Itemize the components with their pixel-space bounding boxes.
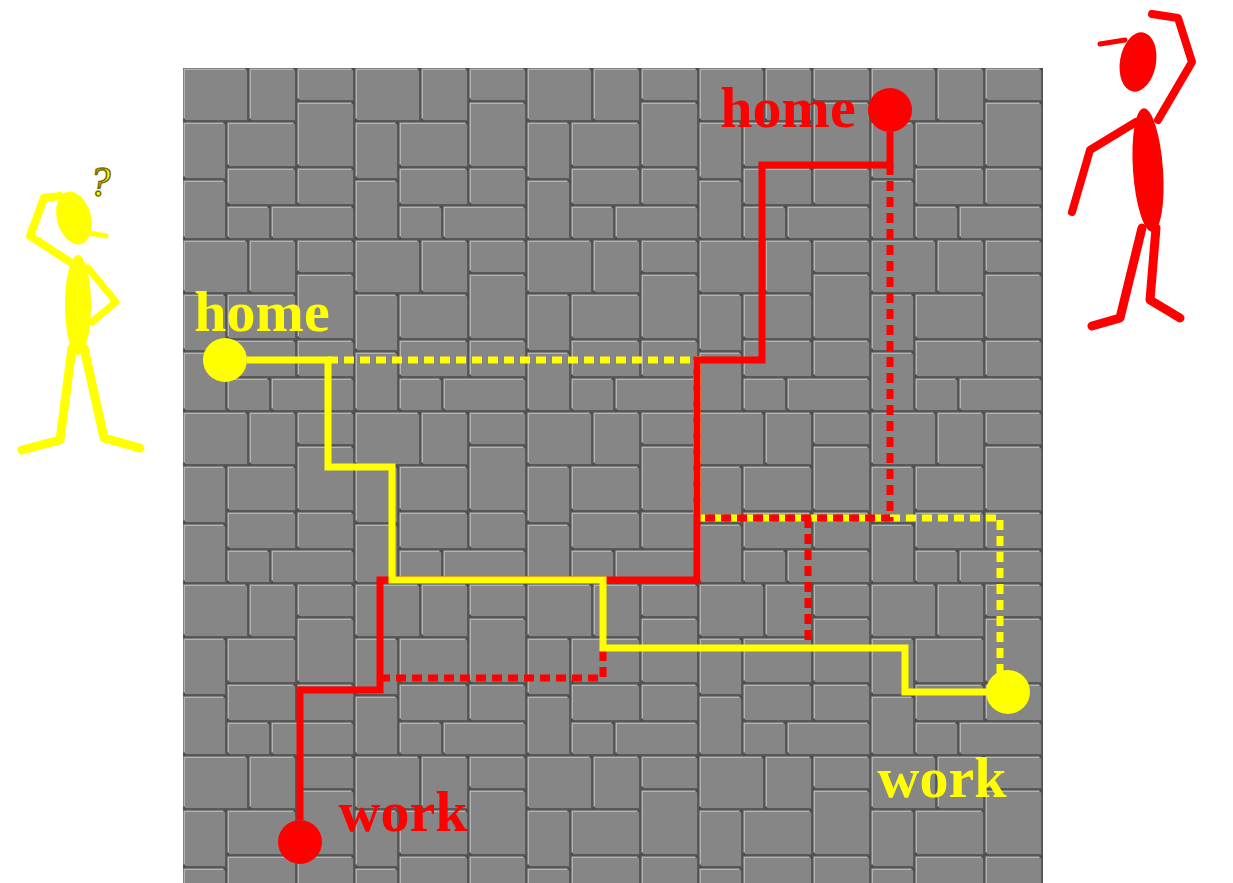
location-dot: home <box>868 88 912 132</box>
red-detour <box>805 518 812 648</box>
red-detour <box>697 165 890 518</box>
question-mark: ? <box>90 161 111 203</box>
place-label: work <box>339 783 468 841</box>
location-dot: work <box>278 820 322 864</box>
red-detour <box>380 648 603 678</box>
place-label: work <box>878 749 1007 807</box>
place-label: home <box>194 283 329 341</box>
place-label: home <box>720 79 855 137</box>
location-dot: home <box>203 338 247 382</box>
location-dot: work <box>986 670 1030 714</box>
red-figure <box>1072 14 1192 326</box>
wall-ground <box>183 68 1043 883</box>
yellow-figure <box>22 188 140 450</box>
yellow-detour <box>328 360 1000 692</box>
route-line <box>247 360 986 692</box>
